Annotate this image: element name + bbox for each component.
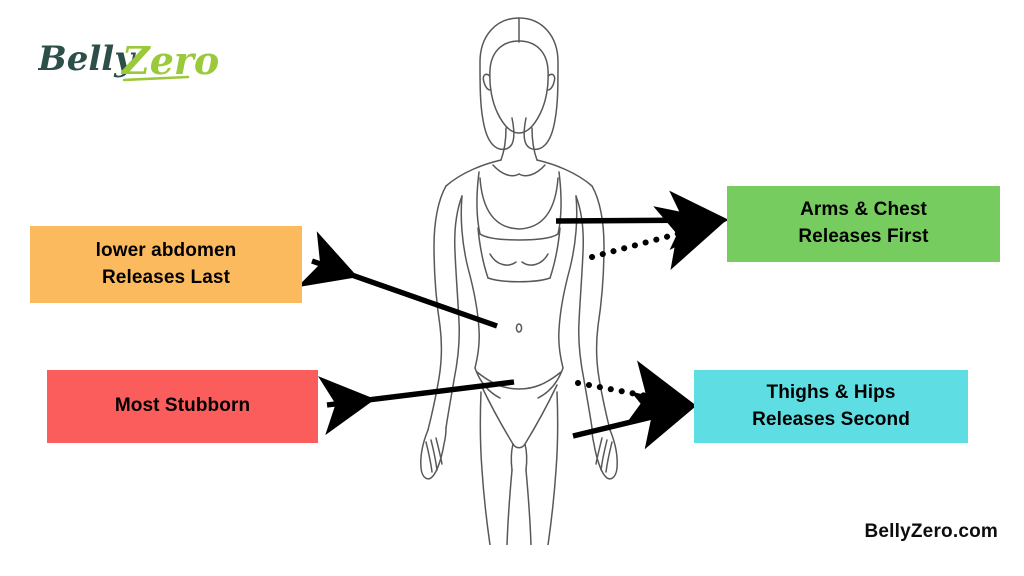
leg-left-outer (479, 391, 491, 545)
leg-right-outer (547, 391, 559, 545)
callout-arms-chest: Arms & Chest Releases First (727, 186, 1000, 262)
bust-crease-left (489, 253, 517, 266)
body-illustration (380, 0, 660, 545)
bikini-gusset-right (524, 443, 528, 471)
bust-crease-right (521, 253, 549, 266)
callout-most-stubborn: Most Stubborn (47, 370, 318, 443)
logo-underline-swash (122, 75, 190, 82)
callout-thighs-hips: Thighs & Hips Releases Second (694, 370, 968, 443)
logo-artwork: Belly Zero (38, 38, 218, 83)
hair-left (479, 17, 520, 151)
hair-right (518, 17, 559, 151)
site-name-footer: BellyZero.com (864, 521, 998, 542)
callout-lower-abdomen-line1: lower abdomen (95, 239, 237, 261)
logo-text-zero: Zero (120, 38, 218, 83)
ear-right (547, 73, 556, 91)
shoulder-right (536, 159, 593, 187)
bellyzero-logo: Belly Zero (38, 34, 218, 86)
bra-hem (487, 277, 551, 283)
bra-side-right (549, 227, 561, 279)
bra-strap-left (476, 171, 481, 235)
callout-thighs-hips-line2: Releases Second (752, 408, 910, 430)
callout-thighs-hips-line1: Thighs & Hips (766, 381, 896, 403)
leg-left-inner (506, 469, 513, 545)
navel (515, 323, 523, 333)
leg-right-inner (525, 469, 532, 545)
torso-right-side (558, 195, 578, 369)
arm-right-outer (591, 185, 611, 431)
bikini-waistband (476, 371, 562, 390)
logo-text-belly: Belly (38, 39, 136, 79)
neck-right (531, 127, 538, 161)
hand-right-finger-2 (600, 439, 608, 471)
callout-arms-chest-line2: Releases First (798, 226, 929, 247)
bikini-bottom-outline (480, 384, 558, 449)
bra-strap-right (557, 171, 562, 235)
hand-right-finger-3 (595, 437, 603, 465)
callout-arms-chest-line1: Arms & Chest (800, 199, 927, 221)
neck-left (500, 127, 507, 161)
torso-left-side (460, 195, 480, 369)
female-figure-linedrawing (420, 17, 618, 545)
hip-right (537, 367, 564, 399)
callout-lower-abdomen: lower abdomen Releases Last (30, 226, 302, 303)
bikini-gusset-left (510, 443, 514, 471)
hand-left (420, 427, 447, 480)
hand-right-finger-1 (605, 441, 613, 473)
shoulder-left (445, 159, 502, 187)
hand-left-finger-1 (425, 441, 433, 473)
bra-neckline (479, 177, 559, 230)
face-outline (489, 40, 549, 134)
callout-most-stubborn-line1: Most Stubborn (114, 395, 251, 417)
arm-left-inner (445, 195, 463, 429)
arm-right-inner (575, 195, 593, 429)
hand-left-finger-2 (430, 439, 438, 471)
clavicle-right (518, 164, 546, 177)
bra-bust-contour (479, 233, 559, 241)
callout-lower-abdomen-line2: Releases Last (101, 266, 231, 288)
hand-left-finger-3 (435, 437, 443, 465)
ear-left (482, 73, 491, 91)
arm-left-outer (427, 185, 447, 431)
clavicle-left (492, 164, 520, 177)
